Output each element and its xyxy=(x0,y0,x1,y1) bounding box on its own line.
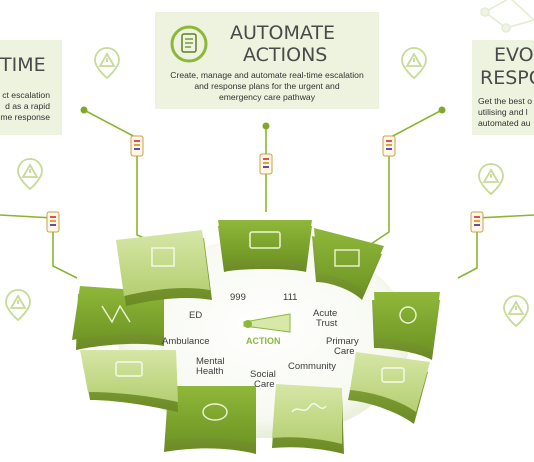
card-center-title-2: ACTIONS xyxy=(243,44,328,66)
warning-pin-icon xyxy=(503,295,529,328)
label-social-care: Care xyxy=(254,379,275,390)
card-center-desc-3: emergency care pathway xyxy=(218,92,315,102)
warning-pin-icon xyxy=(478,163,504,196)
warning-pin-icon xyxy=(17,158,43,191)
label-mental: Mental xyxy=(196,356,225,367)
label-111: 111 xyxy=(283,292,297,303)
building-icon xyxy=(151,247,175,267)
segment-primary-care xyxy=(372,292,440,360)
card-left-desc-3: me response xyxy=(0,112,50,122)
action-logo: ACTION xyxy=(243,313,291,346)
phone-icon xyxy=(382,135,396,157)
card-center-title-1: AUTOMATE xyxy=(230,22,335,44)
card-left-desc-2: d as a rapid xyxy=(5,101,50,111)
ambulance-icon xyxy=(115,361,143,377)
warning-pin-icon xyxy=(401,47,427,80)
segment-social-care xyxy=(272,384,344,454)
segment-hospital-left xyxy=(116,230,212,306)
card-right-desc-1: Get the best o xyxy=(478,96,532,106)
segment-999-111 xyxy=(218,220,312,272)
time-card: TIME ct escalation d as a rapid me respo… xyxy=(0,40,62,135)
segment-mental-health xyxy=(164,386,256,454)
connector-dots xyxy=(80,106,446,130)
label-999: 999 xyxy=(230,292,246,303)
segment-community xyxy=(348,352,430,424)
card-right-desc-3: automated au xyxy=(478,118,531,128)
label-acute: Acute xyxy=(313,308,337,319)
card-right-desc-2: utilising and l xyxy=(478,107,528,117)
label-care: Care xyxy=(334,346,355,357)
segment-ambulance xyxy=(80,350,178,412)
heartbeat-icon xyxy=(291,403,327,413)
card-left-desc-1: ct escalation xyxy=(2,90,50,100)
card-center-icon-layer xyxy=(170,25,208,63)
label-social: Social xyxy=(250,369,276,380)
label-ed: ED xyxy=(189,310,202,321)
card-right-title-2: RESPO xyxy=(480,67,534,89)
segment-acute-trust xyxy=(312,228,384,300)
phone-icon xyxy=(470,211,484,233)
card-right-title-1: EVO xyxy=(494,44,534,66)
label-ambulance: Ambulance xyxy=(162,336,210,347)
label-primary: Primary xyxy=(326,336,359,347)
evolve-response-card: EVO RESPO Get the best o utilising and l… xyxy=(472,40,534,135)
gear-document-icon xyxy=(170,25,208,63)
brain-icon xyxy=(202,403,228,421)
network-decoration xyxy=(480,0,534,33)
medical-icon xyxy=(101,304,131,324)
tablet-icon xyxy=(381,367,405,383)
automate-actions-card: AUTOMATE ACTIONS Create, manage and auto… xyxy=(155,12,379,109)
phone-icon xyxy=(130,135,144,157)
warning-pin-icon xyxy=(94,47,120,80)
label-health: Health xyxy=(196,366,223,377)
warning-pin-icon xyxy=(5,289,31,322)
card-center-desc-2: and response plans for the urgent and xyxy=(194,81,340,91)
label-community: Community xyxy=(288,361,336,372)
card-left-title: TIME xyxy=(0,54,46,76)
phone-widgets xyxy=(46,135,484,233)
card-center-desc-1: Create, manage and automate real-time es… xyxy=(170,70,364,80)
warning-pins xyxy=(5,47,529,328)
hospital-icon xyxy=(334,249,360,267)
wheel-segments xyxy=(72,220,440,454)
fax-icon xyxy=(249,231,281,249)
phone-icon xyxy=(259,153,273,175)
label-trust: Trust xyxy=(316,318,338,329)
action-label: ACTION xyxy=(246,336,281,346)
stethoscope-icon xyxy=(399,306,417,324)
phone-icon xyxy=(46,211,60,233)
wheel-labels: 999 111 Acute Trust Primary Care Communi… xyxy=(162,292,359,390)
